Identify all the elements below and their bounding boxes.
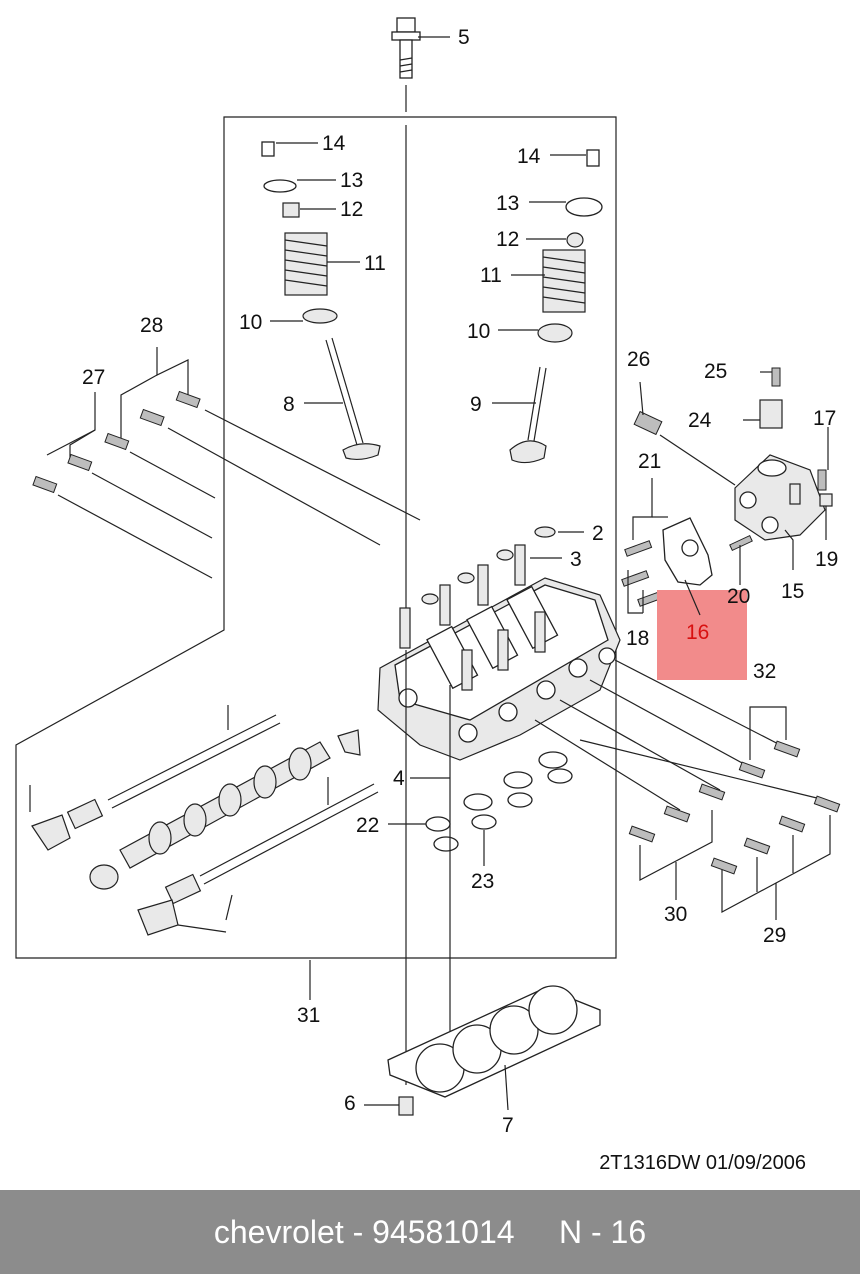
callout-14-right: 14 xyxy=(517,145,541,168)
valve-keeper xyxy=(261,141,275,157)
callout-19: 19 xyxy=(815,548,838,571)
callout-13-right: 13 xyxy=(496,192,519,215)
plugs xyxy=(421,526,584,605)
port-gaskets xyxy=(388,751,573,866)
valve-spring xyxy=(284,232,328,296)
footer-separator: - xyxy=(343,1213,373,1250)
callout-2: 2 xyxy=(592,522,604,545)
diagram-code: 2T1316DW 01/09/2006 xyxy=(599,1152,806,1174)
highlight-box xyxy=(657,590,747,680)
group-frame-31 xyxy=(15,116,617,959)
callout-labels: 5 14 13 12 11 10 8 14 13 12 11 10 9 28 2… xyxy=(82,26,838,1137)
callout-4: 4 xyxy=(393,767,405,790)
spring-seat xyxy=(537,323,573,343)
exhaust-valve-stack xyxy=(492,149,603,464)
exhaust-valve xyxy=(509,366,547,464)
callout-3: 3 xyxy=(570,548,582,571)
callout-24: 24 xyxy=(688,409,712,432)
callout-13-left: 13 xyxy=(340,169,363,192)
intake-valve-stack xyxy=(261,141,381,461)
head-bolt xyxy=(391,17,450,620)
callout-6: 6 xyxy=(344,1092,356,1115)
camshaft-assembly xyxy=(29,705,379,936)
callout-11-right: 11 xyxy=(480,264,502,287)
callout-20: 20 xyxy=(727,585,750,608)
callout-16-highlighted: 16 xyxy=(686,621,709,644)
head-gasket xyxy=(387,985,601,1111)
callout-31: 31 xyxy=(297,1004,320,1027)
callout-22: 22 xyxy=(356,814,379,837)
valve-seal xyxy=(566,232,584,248)
spring-retainer xyxy=(565,197,603,217)
spring-seat xyxy=(302,308,338,324)
intake-valve xyxy=(325,337,381,461)
footer-gap xyxy=(515,1214,559,1251)
callout-7: 7 xyxy=(502,1114,514,1137)
cylinder-head xyxy=(377,544,621,761)
callout-11-left: 11 xyxy=(364,252,386,275)
exhaust-studs-right xyxy=(534,659,841,920)
callout-14-left: 14 xyxy=(322,132,346,155)
callout-9: 9 xyxy=(470,393,482,416)
callout-8: 8 xyxy=(283,393,295,416)
exploded-parts-diagram: 5 14 13 12 11 10 8 14 13 12 11 10 9 28 2… xyxy=(15,17,841,1174)
callout-10-right: 10 xyxy=(467,320,490,343)
valve-spring xyxy=(542,249,586,313)
thermostat-housing xyxy=(734,427,833,570)
sensors-24-26 xyxy=(633,367,783,486)
footer-part-number: 94581014 xyxy=(372,1213,515,1250)
exhaust-manifold-studs xyxy=(32,347,421,579)
callout-32: 32 xyxy=(753,660,776,683)
callout-23: 23 xyxy=(471,870,494,893)
callout-10-left: 10 xyxy=(239,311,262,334)
callout-12-left: 12 xyxy=(340,198,363,221)
bleed-screw xyxy=(819,493,833,507)
callout-30: 30 xyxy=(664,903,687,926)
footer-bar: chevrolet - 94581014 N - 16 xyxy=(0,1190,860,1274)
gasket-16 xyxy=(662,517,713,586)
dowel-pins xyxy=(364,650,451,1116)
studs-18-21 xyxy=(621,478,753,614)
callout-26: 26 xyxy=(627,348,650,371)
callout-28: 28 xyxy=(140,314,163,337)
footer-brand: chevrolet xyxy=(213,1213,344,1250)
callout-21: 21 xyxy=(638,450,661,473)
callout-25: 25 xyxy=(704,360,727,383)
footer-page-ref: N - 16 xyxy=(558,1213,647,1250)
spring-retainer xyxy=(263,179,297,193)
callout-18: 18 xyxy=(626,627,649,650)
valve-seal xyxy=(282,202,300,218)
callout-29: 29 xyxy=(763,924,786,947)
callout-12-right: 12 xyxy=(496,228,519,251)
callout-27: 27 xyxy=(82,366,105,389)
valve-keeper xyxy=(586,149,600,167)
callout-5: 5 xyxy=(458,26,470,49)
callout-17: 17 xyxy=(813,407,836,430)
callout-15: 15 xyxy=(781,580,804,603)
